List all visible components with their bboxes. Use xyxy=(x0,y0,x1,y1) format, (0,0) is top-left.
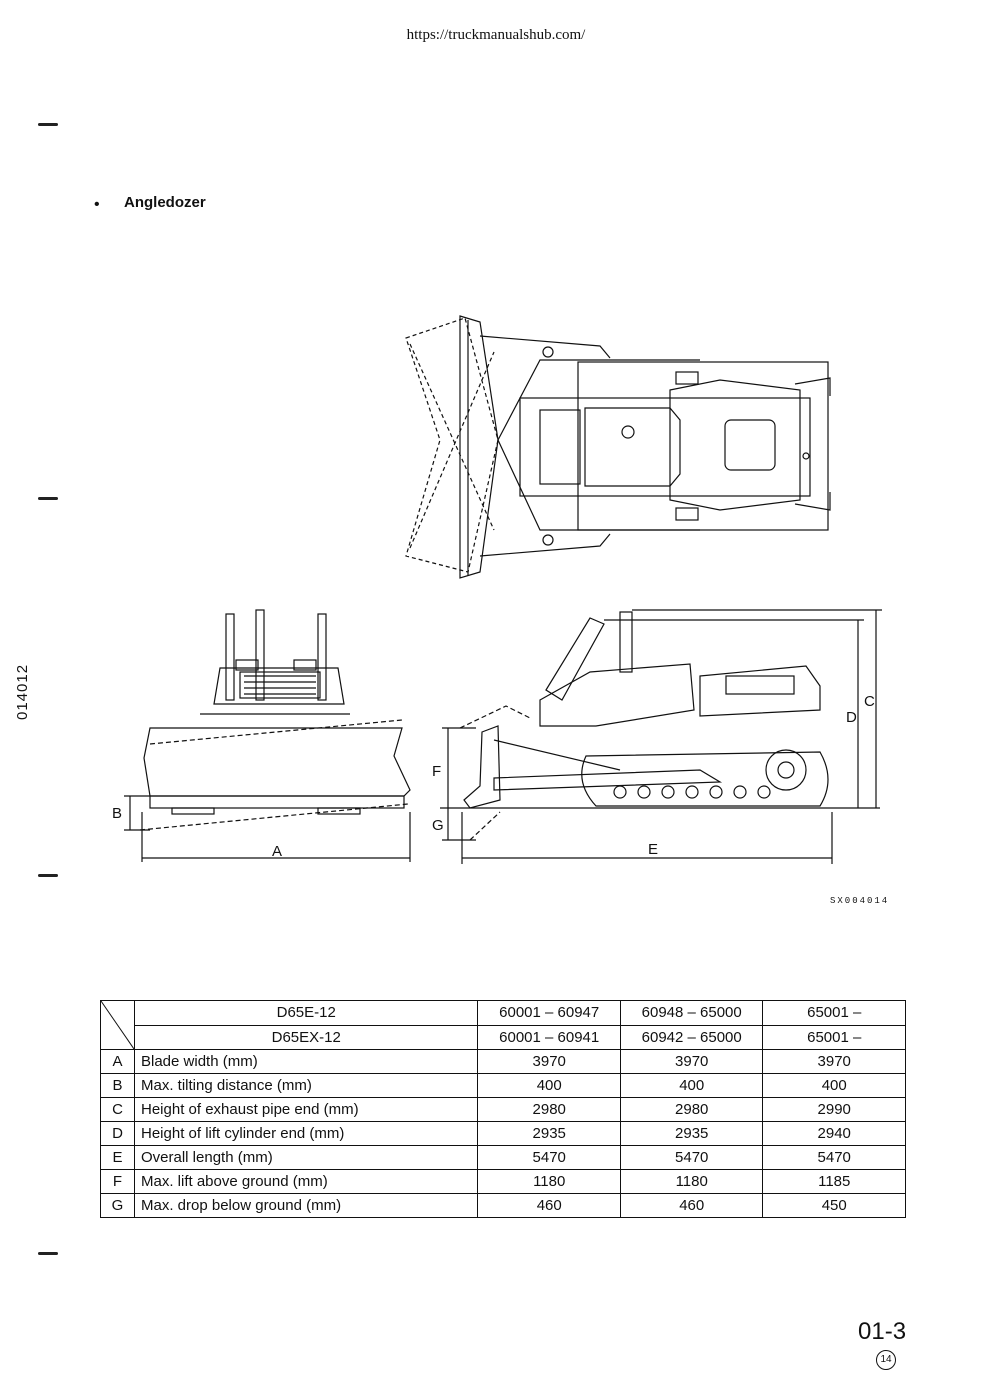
table-row: E Overall length (mm) 5470 5470 5470 xyxy=(100,1145,906,1170)
row-value: 450 xyxy=(762,1193,906,1218)
row-letter: F xyxy=(100,1169,135,1194)
dim-label-b: B xyxy=(112,805,122,822)
serial-range: 65001 – xyxy=(762,1024,906,1050)
row-letter: B xyxy=(100,1073,135,1098)
row-value: 1185 xyxy=(762,1169,906,1194)
serial-range: 60001 – 60947 xyxy=(477,1000,621,1026)
serial-range: 65001 – xyxy=(762,1000,906,1026)
table-row: D65EX-12 60001 – 60941 60942 – 65000 650… xyxy=(101,1024,906,1050)
row-value: 5470 xyxy=(762,1145,906,1170)
page-number: 01-3 xyxy=(858,1318,907,1345)
dim-label-d: D xyxy=(846,709,857,726)
row-value: 400 xyxy=(619,1073,764,1098)
row-item: Overall length (mm) xyxy=(133,1145,479,1170)
row-value: 3970 xyxy=(762,1049,906,1074)
diagonal-line-icon xyxy=(101,1001,134,1049)
row-value: 1180 xyxy=(619,1169,764,1194)
row-letter: A xyxy=(100,1049,135,1074)
table-row: B Max. tilting distance (mm) 400 400 400 xyxy=(100,1073,906,1098)
model-name: D65E-12 xyxy=(133,1000,479,1026)
table-row: F Max. lift above ground (mm) 1180 1180 … xyxy=(100,1169,906,1194)
row-value: 5470 xyxy=(619,1145,764,1170)
dim-label-e: E xyxy=(648,841,658,858)
section-title: Angledozer xyxy=(124,194,206,211)
serial-range: 60001 – 60941 xyxy=(477,1024,621,1050)
row-value: 5470 xyxy=(477,1145,621,1170)
row-letter: D xyxy=(100,1121,135,1146)
row-item: Max. drop below ground (mm) xyxy=(133,1193,479,1218)
margin-mark xyxy=(38,123,58,126)
row-value: 2980 xyxy=(619,1097,764,1122)
table-row: D Height of lift cylinder end (mm) 2935 … xyxy=(100,1121,906,1146)
source-url: https://truckmanualshub.com/ xyxy=(406,27,586,43)
row-value: 3970 xyxy=(477,1049,621,1074)
table-row: C Height of exhaust pipe end (mm) 2980 2… xyxy=(100,1097,906,1122)
row-value: 2935 xyxy=(619,1121,764,1146)
side-view-drawing xyxy=(440,609,882,864)
margin-mark xyxy=(38,1252,58,1255)
revision-badge: 14 xyxy=(876,1350,896,1370)
dim-label-a: A xyxy=(272,843,282,860)
dim-label-c: C xyxy=(864,693,875,710)
row-value: 1180 xyxy=(477,1169,621,1194)
front-view-drawing xyxy=(124,609,411,862)
row-item: Height of exhaust pipe end (mm) xyxy=(133,1097,479,1122)
row-letter: G xyxy=(100,1193,135,1218)
row-letter: E xyxy=(100,1145,135,1170)
table-row: A Blade width (mm) 3970 3970 3970 xyxy=(100,1049,906,1074)
row-value: 460 xyxy=(619,1193,764,1218)
section-bullet: • xyxy=(94,196,100,213)
row-letter: C xyxy=(100,1097,135,1122)
margin-mark xyxy=(38,497,58,500)
table-row: G Max. drop below ground (mm) 460 460 45… xyxy=(100,1193,906,1218)
row-item: Max. tilting distance (mm) xyxy=(133,1073,479,1098)
table-corner-cell xyxy=(100,1000,135,1050)
margin-mark xyxy=(38,874,58,877)
row-value: 2990 xyxy=(762,1097,906,1122)
row-value: 460 xyxy=(477,1193,621,1218)
model-name: D65EX-12 xyxy=(133,1024,479,1050)
row-value: 2940 xyxy=(762,1121,906,1146)
row-value: 400 xyxy=(477,1073,621,1098)
row-item: Blade width (mm) xyxy=(133,1049,479,1074)
dim-label-f: F xyxy=(432,763,441,780)
row-value: 3970 xyxy=(619,1049,764,1074)
dim-label-g: G xyxy=(432,817,444,834)
row-value: 2935 xyxy=(477,1121,621,1146)
table-row: D65E-12 60001 – 60947 60948 – 65000 6500… xyxy=(100,1000,906,1050)
serial-range: 60948 – 65000 xyxy=(619,1000,764,1026)
figure-code: SX004014 xyxy=(830,896,890,906)
row-item: Height of lift cylinder end (mm) xyxy=(133,1121,479,1146)
row-value: 400 xyxy=(762,1073,906,1098)
row-item: Max. lift above ground (mm) xyxy=(133,1169,479,1194)
serial-range: 60942 – 65000 xyxy=(619,1024,764,1050)
row-value: 2980 xyxy=(477,1097,621,1122)
specification-table: D65E-12 60001 – 60947 60948 – 65000 6500… xyxy=(100,1000,906,1218)
top-view-drawing xyxy=(405,315,831,579)
